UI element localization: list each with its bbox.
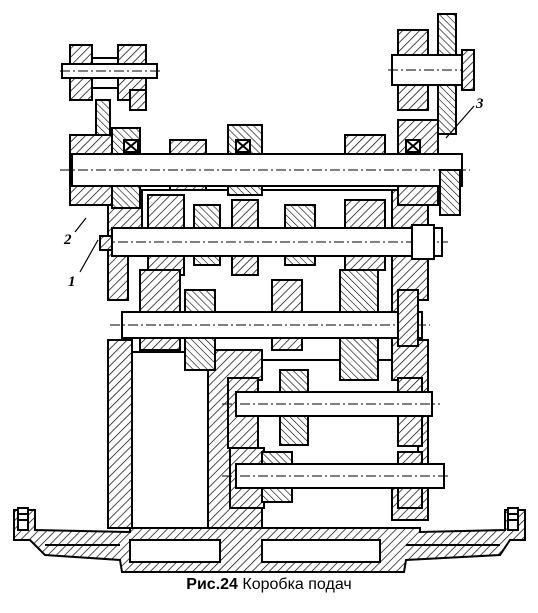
shaft-1 <box>60 119 470 216</box>
top-left-gears <box>60 44 160 141</box>
shaft-3 <box>110 269 430 381</box>
gearbox-drawing: 1 2 3 <box>13 13 526 573</box>
base-plate <box>13 507 526 573</box>
figure-caption: Рис.24 Коробка подач <box>0 576 538 606</box>
shaft-4 <box>222 369 440 449</box>
top-right-gears <box>388 13 478 135</box>
shaft-5 <box>222 447 450 509</box>
caption-text: Коробка подач <box>242 576 352 593</box>
leader-1 <box>79 239 99 273</box>
leader-2 <box>74 217 87 233</box>
callout-2: 2 <box>63 232 72 248</box>
callout-3: 3 <box>475 96 484 112</box>
leader-3 <box>445 105 475 139</box>
callout-1: 1 <box>68 274 76 290</box>
caption-label: Рис.24 <box>186 576 238 593</box>
